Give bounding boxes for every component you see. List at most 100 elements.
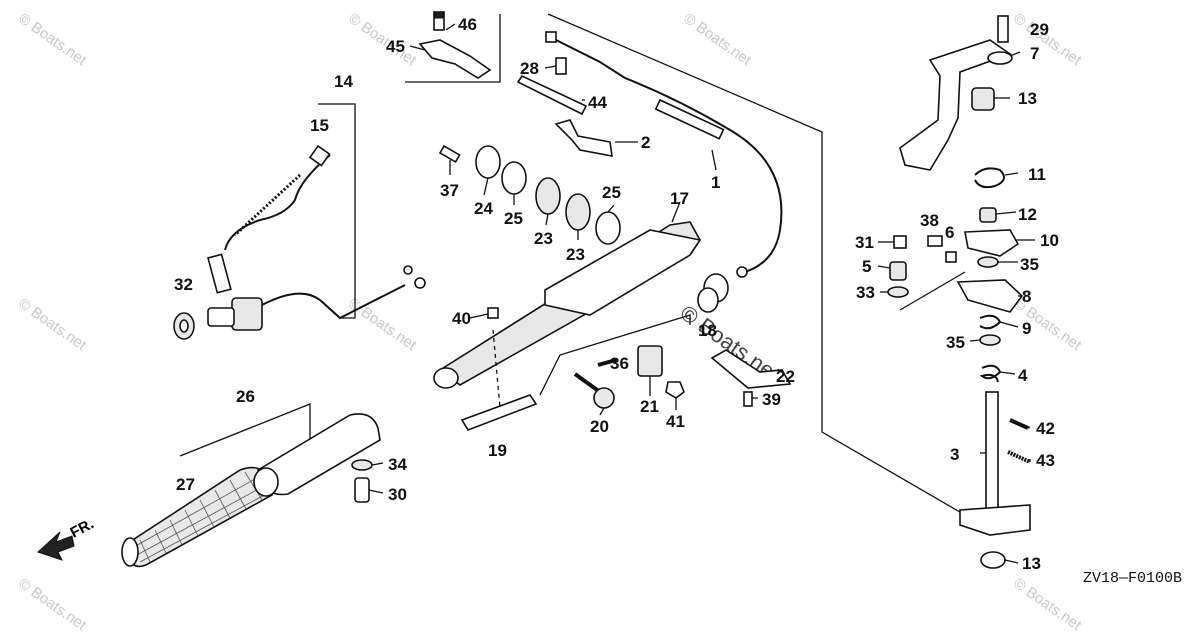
knob-shaft — [573, 372, 602, 394]
callout-23-left: 23 — [534, 229, 553, 248]
collar — [945, 251, 957, 263]
group-boundary-line — [547, 13, 966, 516]
callout-17: 17 — [670, 189, 689, 208]
callout-35-mid: 35 — [946, 333, 965, 352]
bolt — [555, 57, 567, 75]
pin — [1007, 450, 1031, 464]
callout-13-bottom: 13 — [1022, 554, 1041, 573]
throttle-arm — [964, 229, 1020, 257]
washer — [351, 459, 373, 471]
callout-1: 1 — [711, 173, 721, 192]
callout-33: 33 — [856, 283, 875, 302]
lanyard-clip — [308, 144, 331, 167]
screw — [354, 477, 370, 503]
leader-bracket-26 — [179, 403, 311, 457]
callout-29: 29 — [1030, 20, 1049, 39]
collar — [979, 207, 997, 223]
callout-25-left: 25 — [504, 209, 523, 228]
spring — [979, 364, 1002, 383]
friction-plate — [516, 74, 588, 116]
callout-20: 20 — [590, 417, 609, 436]
diagram-drawing — [37, 11, 1035, 569]
spring — [979, 314, 1002, 330]
callout-18: 18 — [698, 321, 717, 340]
nut — [665, 381, 685, 399]
clip-top — [434, 11, 444, 19]
tiller-housing — [544, 229, 702, 316]
cable-clip — [710, 349, 792, 389]
callout-35-top: 35 — [1020, 255, 1039, 274]
callout-46: 46 — [458, 15, 477, 34]
callout-27: 27 — [176, 475, 195, 494]
callout-4: 4 — [1018, 366, 1028, 385]
callout-45: 45 — [386, 37, 405, 56]
callout-6: 6 — [945, 223, 955, 242]
callout-13-top: 13 — [1018, 89, 1037, 108]
callout-2: 2 — [641, 133, 651, 152]
callout-7: 7 — [1030, 44, 1040, 63]
cable-bracket — [554, 119, 613, 157]
callout-42: 42 — [1036, 419, 1055, 438]
stop-switch-body — [231, 297, 263, 331]
throttle-arm — [956, 279, 1024, 313]
grip-end — [121, 537, 139, 567]
callout-5: 5 — [862, 257, 872, 276]
tube-end — [253, 467, 279, 497]
callout-31: 31 — [855, 233, 874, 252]
front-arrow-icon — [37, 531, 75, 561]
washer — [475, 145, 501, 179]
callout-44: 44 — [588, 93, 607, 112]
washer — [977, 256, 999, 268]
callout-36: 36 — [610, 354, 629, 373]
cable-sleeve — [654, 98, 725, 140]
bolt — [927, 235, 943, 247]
coiled-lanyard — [233, 173, 302, 237]
leader-line — [899, 271, 966, 311]
callout-39: 39 — [762, 390, 781, 409]
pivot-ring — [697, 287, 719, 313]
leader-lines — [368, 23, 1035, 564]
nut-hole — [179, 319, 189, 333]
pin — [1009, 418, 1029, 430]
bushing — [501, 161, 527, 195]
stop-switch-cord — [224, 154, 331, 251]
callout-14: 14 — [334, 72, 353, 91]
callout-32: 32 — [174, 275, 193, 294]
bolt — [743, 391, 753, 407]
callout-3: 3 — [950, 445, 960, 464]
shaft-arm — [959, 504, 1031, 536]
bushing — [595, 211, 621, 245]
handle-bar — [460, 394, 538, 431]
throttle-knob — [593, 387, 615, 409]
washer — [887, 286, 909, 298]
bolt — [893, 235, 907, 249]
bushing — [889, 261, 907, 281]
leader-bracket-14 — [318, 103, 356, 319]
callout-24: 24 — [474, 199, 493, 218]
drawing-code: ZV18—F0100B — [1082, 570, 1182, 587]
leader-line — [539, 314, 691, 396]
callout-41: 41 — [666, 412, 685, 431]
bushing — [971, 87, 995, 111]
parts-diagram: © Boats.net © Boats.net © Boats.net © Bo… — [15, 10, 1182, 634]
callout-21: 21 — [640, 397, 659, 416]
callout-23-right: 23 — [566, 245, 585, 264]
group-boundary-line — [405, 14, 501, 83]
cable-end — [736, 266, 748, 278]
bolt — [438, 144, 461, 164]
callout-34: 34 — [388, 455, 407, 474]
grip-texture — [131, 471, 271, 563]
lanyard-clip — [207, 253, 232, 294]
bushing — [980, 551, 1006, 569]
callout-11: 11 — [1028, 165, 1046, 184]
bolt — [997, 15, 1009, 43]
tiller-end — [433, 367, 459, 389]
callout-30: 30 — [388, 485, 407, 504]
control-bracket — [899, 39, 1012, 171]
callout-28: 28 — [520, 59, 539, 78]
callout-22: 22 — [776, 367, 795, 386]
cable-holder — [637, 345, 663, 377]
friction-ring — [565, 193, 591, 231]
callout-38: 38 — [920, 211, 939, 230]
assembly-line — [492, 329, 501, 409]
